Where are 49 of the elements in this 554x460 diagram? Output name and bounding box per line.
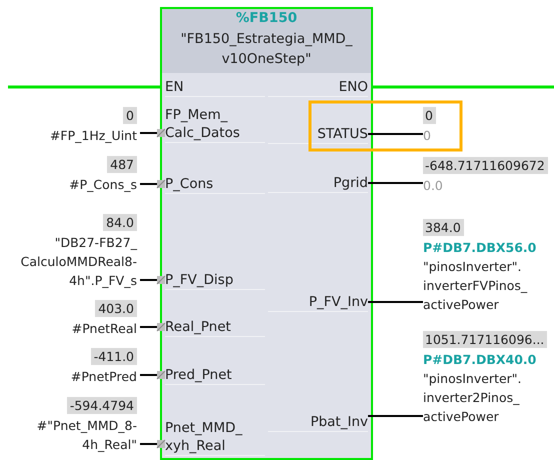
variable-name: #FP_1Hz_Uint	[48, 127, 137, 145]
variable-name: "pinosInverter". inverterFVPinos_ activePower	[423, 258, 528, 314]
connection-line	[140, 370, 166, 380]
value-display: 384.0	[423, 219, 464, 236]
value-display: 84.0	[103, 214, 137, 231]
value-display: 0	[123, 107, 137, 124]
pin-label: Pgrid	[268, 174, 368, 193]
value-display: 0	[423, 107, 436, 124]
block-name: "FB150_Estrategia_MMD_ v10OneStep"	[180, 30, 354, 69]
value-display: 487	[107, 156, 137, 173]
block-number: %FB150	[234, 9, 298, 27]
variable-name: "pinosInverter". inverter2Pinos_ activePower	[423, 370, 523, 426]
power-line	[8, 86, 161, 88]
power-line	[372, 86, 554, 88]
connection-line	[368, 133, 423, 135]
address-text: P#DB7.DBX40.0	[423, 351, 538, 369]
connection-line	[368, 301, 423, 303]
connection-line	[368, 182, 423, 184]
pin-label: FP_Mem_ Calc_Datos	[165, 106, 265, 143]
variable-name: #P_Cons_s	[68, 176, 137, 194]
pin-label: Real_Pnet	[165, 318, 265, 337]
connection-line	[140, 180, 166, 188]
variable-name: #"Pnet_MMD_8- 4h_Real"	[36, 417, 137, 454]
address-text: P#DB7.DBX56.0	[423, 239, 538, 257]
value-display: 403.0	[95, 300, 137, 317]
value-display: -648.71711609672	[423, 157, 548, 174]
connection-line	[140, 322, 166, 332]
value-display: -594.4794	[66, 397, 137, 414]
pin-label: P_FV_Disp	[165, 271, 265, 290]
connection-line	[140, 440, 166, 448]
pin-label: Pbat_Inv	[268, 413, 368, 432]
pin-label: P_FV_Inv	[268, 293, 368, 312]
pin-label: Pnet_MMD_ xyh_Real	[165, 419, 265, 456]
variable-name: #PnetReal	[70, 320, 137, 338]
pin-label: P_Cons	[165, 175, 265, 194]
variable-name: #PnetPred	[70, 368, 137, 386]
connection-line	[368, 415, 423, 417]
variable-name: "DB27-FB27_ CalculoMMDReal8- 4h".P_FV_s	[20, 234, 137, 290]
pin-label: Pred_Pnet	[165, 366, 265, 385]
function-block	[160, 7, 373, 460]
value-text: 0	[423, 127, 432, 145]
pin-label: ENO	[268, 78, 368, 97]
connection-line	[140, 128, 166, 138]
pin-label: EN	[165, 78, 265, 97]
value-display: -411.0	[90, 348, 137, 365]
value-display: 1051.717116096...	[423, 331, 548, 348]
pin-label: STATUS	[268, 125, 368, 144]
value-text: 0.0	[423, 177, 444, 195]
connection-line	[140, 276, 166, 284]
